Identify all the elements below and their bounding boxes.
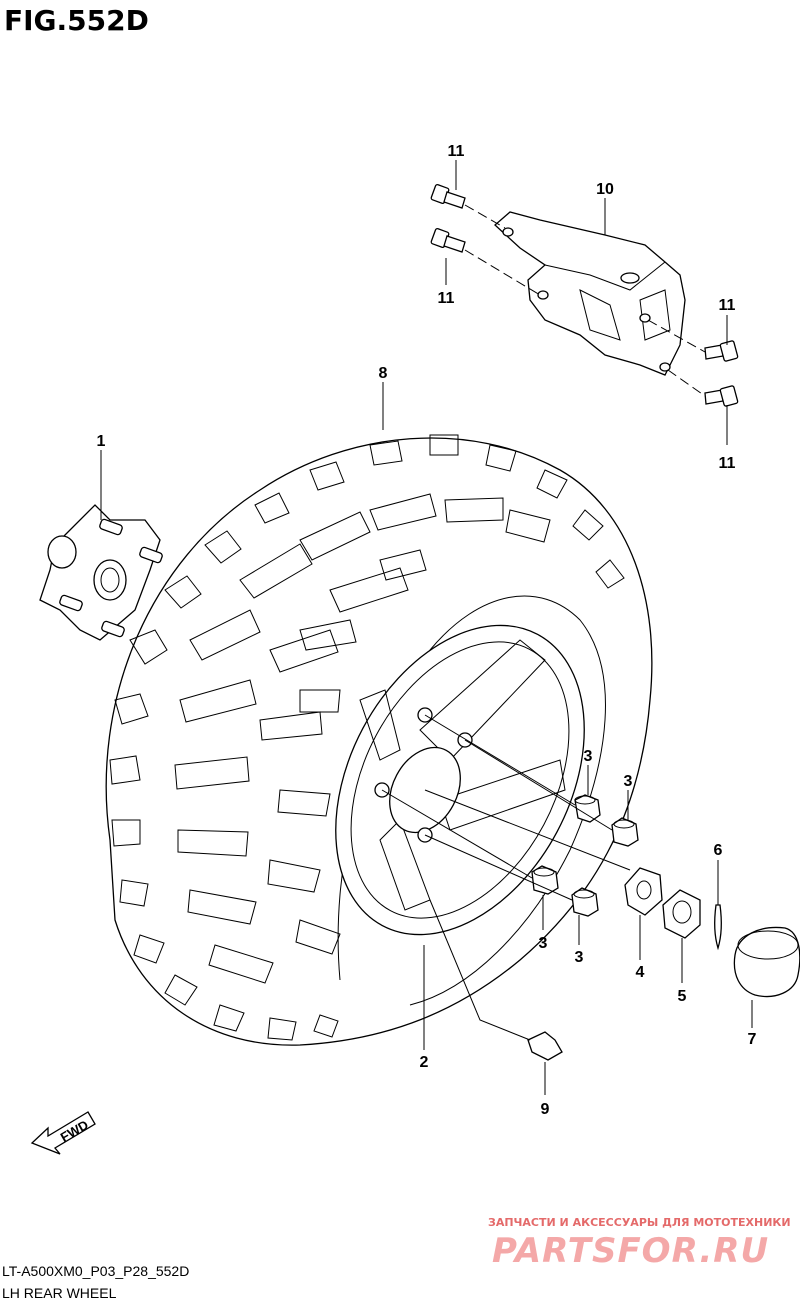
callout-3: 3 (575, 949, 584, 966)
callout-1: 1 (97, 433, 106, 450)
nut-3-d (571, 887, 599, 917)
castle-nut (662, 889, 701, 939)
bolt-11-a (430, 184, 466, 209)
callout-9: 9 (541, 1101, 550, 1118)
cotter-pin (714, 904, 722, 951)
bolt-11-c (704, 340, 739, 362)
callout-7: 7 (748, 1031, 757, 1048)
figure-title: FIG.552D (4, 4, 149, 37)
valve (527, 1031, 563, 1061)
bolt-11-b (430, 228, 466, 253)
callout-10: 10 (596, 181, 614, 198)
callout-6: 6 (714, 842, 723, 859)
nut-3-a (574, 794, 601, 823)
callout-2: 2 (420, 1054, 429, 1071)
leader-lines (100, 160, 753, 1095)
callout-8: 8 (379, 365, 388, 382)
bracket-dash-lines (464, 204, 706, 397)
callout-3: 3 (624, 773, 633, 790)
callout-11: 11 (448, 143, 465, 160)
callout-11: 11 (719, 297, 736, 314)
nut-3-b (611, 817, 639, 847)
callout-11: 11 (719, 455, 736, 472)
callout-3: 3 (539, 935, 548, 952)
bolt-11-d (704, 385, 739, 407)
callout-3: 3 (584, 748, 593, 765)
fwd-arrow: FWD (30, 1111, 96, 1155)
hub-cap (733, 926, 800, 998)
callout-labels: 11 10 11 11 11 8 1 3 3 6 3 3 4 5 7 2 9 (97, 143, 757, 1118)
watermark-tagline: ЗАПЧАСТИ И АКСЕССУАРЫ ДЛЯ МОТОТЕХНИКИ (488, 1216, 791, 1229)
callout-5: 5 (678, 988, 687, 1005)
washer (624, 867, 663, 916)
wheel-hub (39, 504, 163, 641)
footer-title: LH REAR WHEEL (2, 1285, 117, 1301)
callout-11: 11 (438, 290, 455, 307)
callout-4: 4 (636, 964, 645, 981)
nut-3-c (531, 865, 559, 895)
bracket (494, 211, 686, 376)
footer-code: LT-A500XM0_P03_P28_552D (2, 1263, 189, 1279)
watermark-logo: PARTSFOR.RU (492, 1231, 769, 1271)
stud-axis-lines (381, 714, 631, 901)
